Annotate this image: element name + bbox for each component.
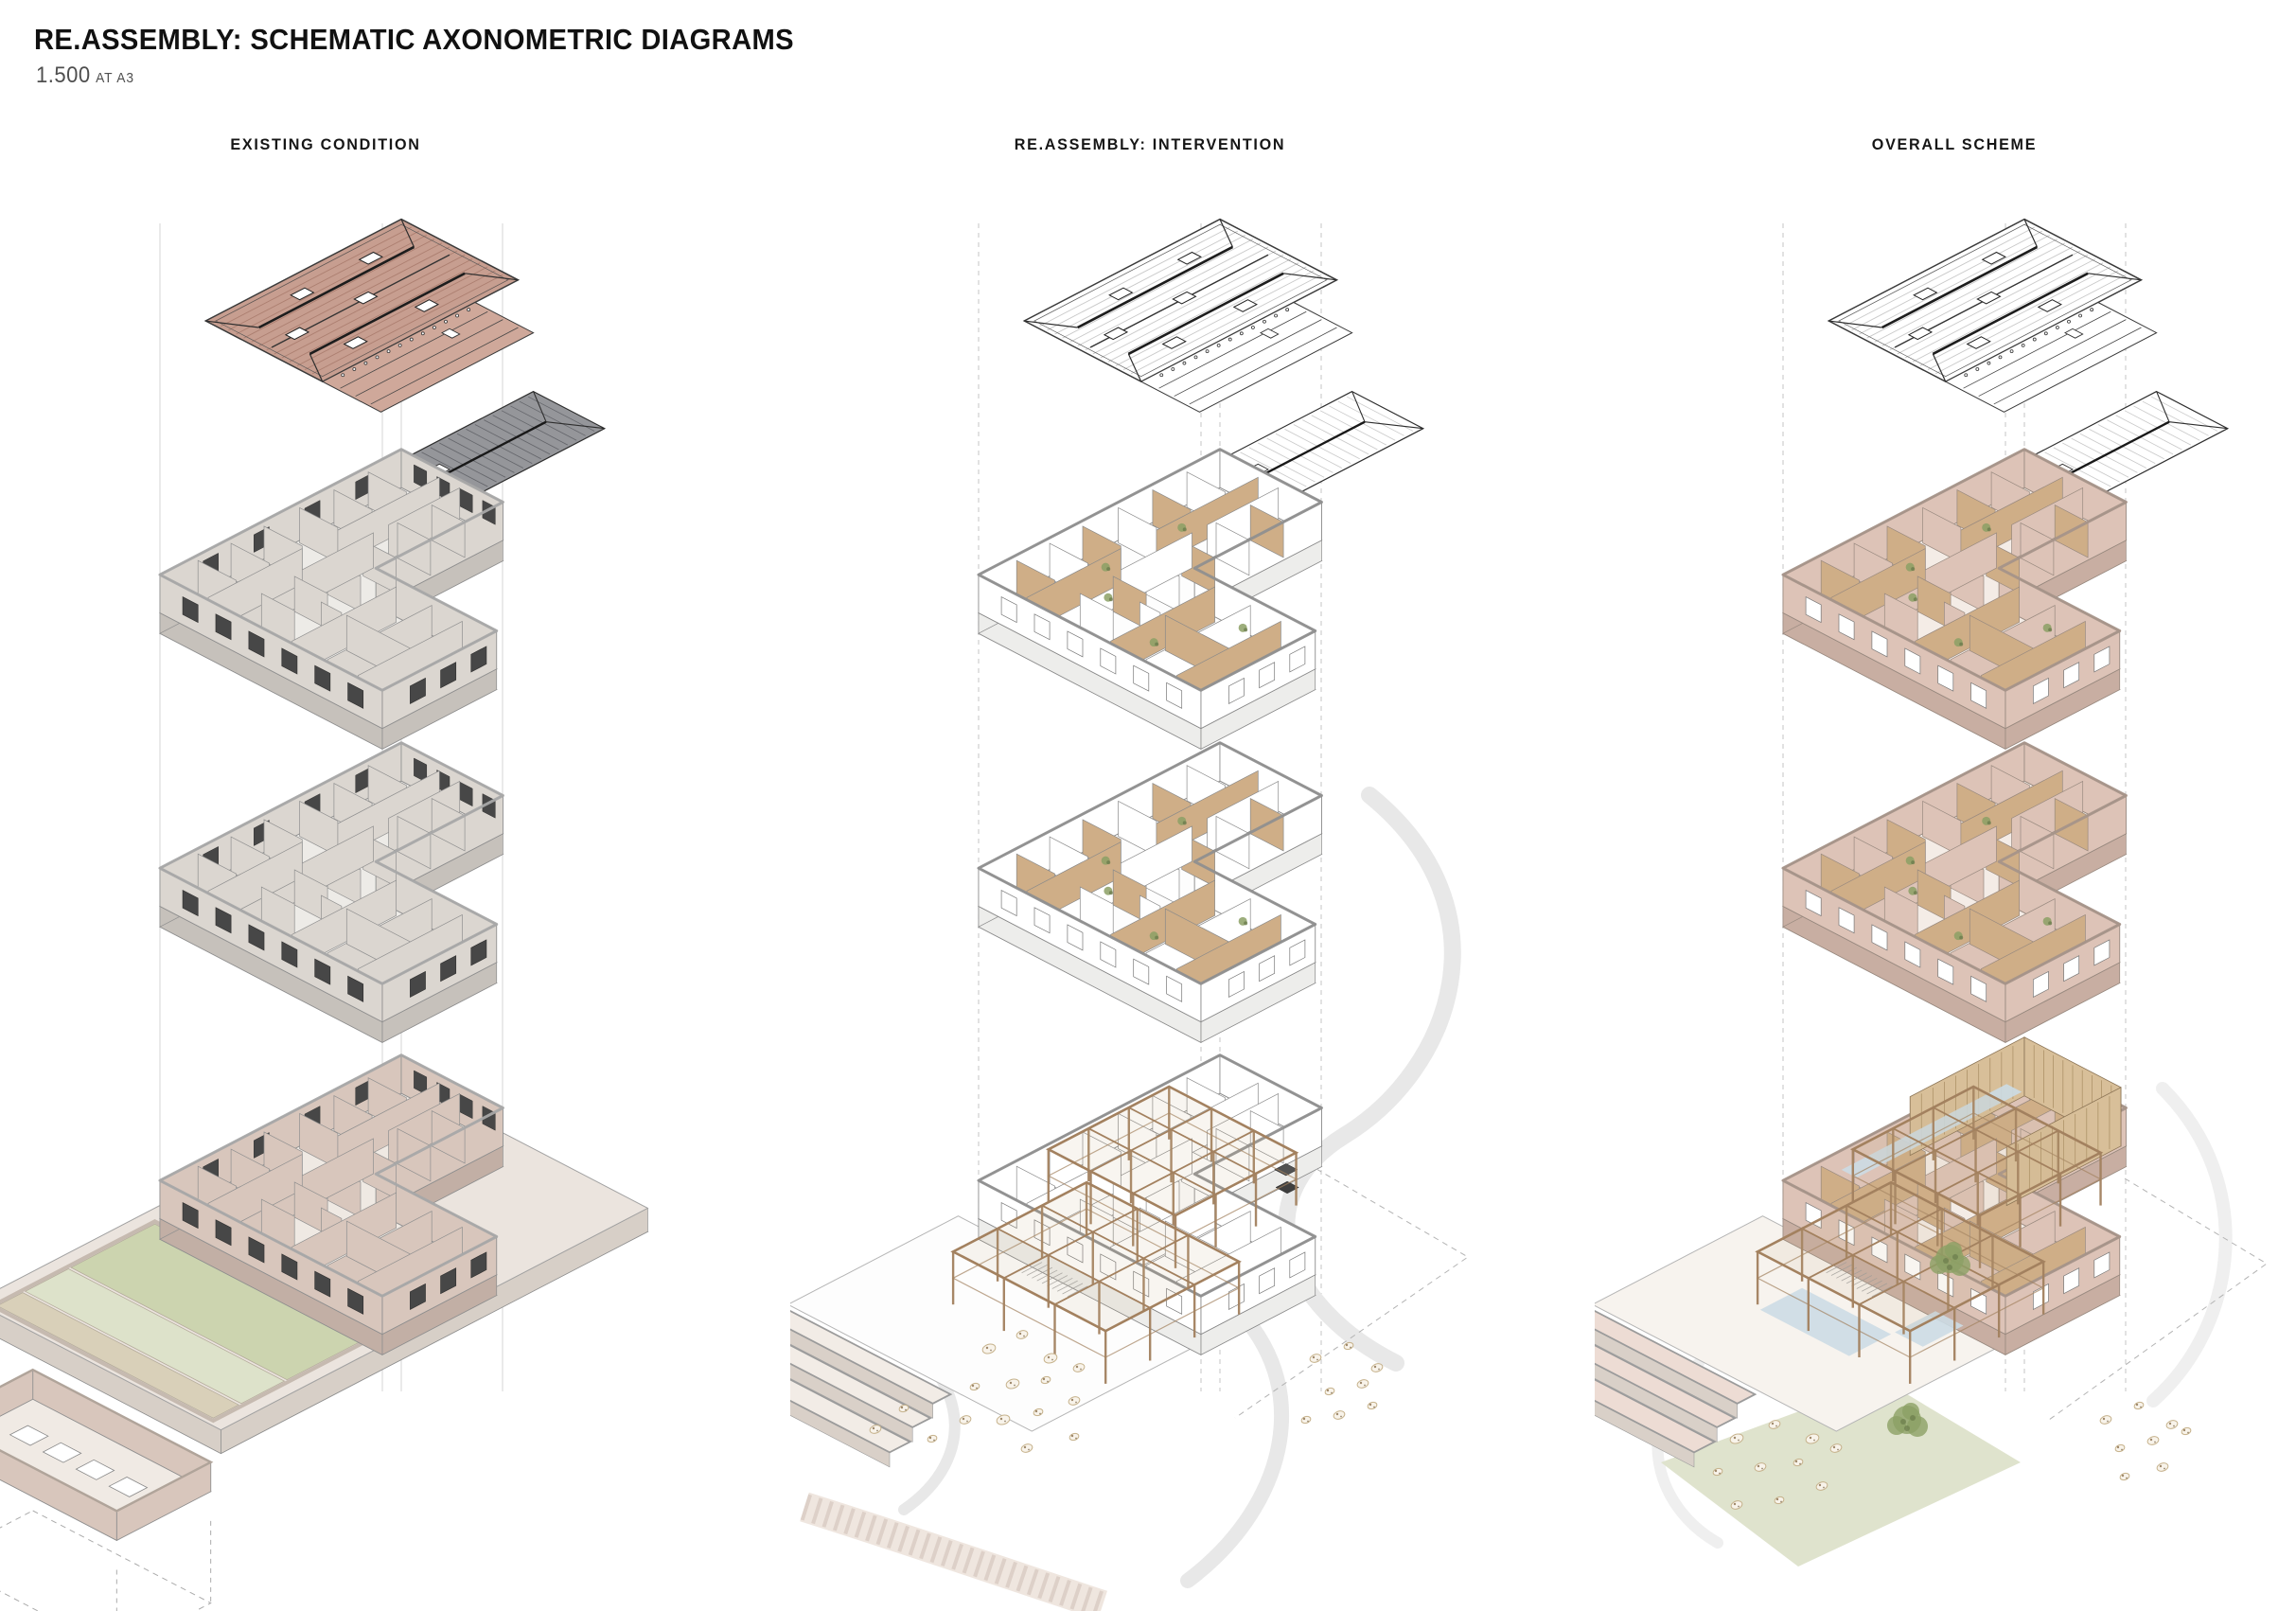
floor-level xyxy=(158,448,504,750)
column-header-overall: OVERALL SCHEME xyxy=(1871,135,2038,153)
floor-level xyxy=(1781,741,2128,1043)
column-header-existing: EXISTING CONDITION xyxy=(230,135,421,153)
floor-level xyxy=(1781,448,2128,750)
axonometric-diagram-intervention xyxy=(790,218,1469,1611)
ground-floor-existing xyxy=(158,1053,504,1355)
floor-level xyxy=(977,448,1323,750)
axonometric-diagram-existing xyxy=(0,218,649,1611)
ground-floor-intervention xyxy=(977,1053,1323,1355)
column-header-intervention: RE.ASSEMBLY: INTERVENTION xyxy=(1014,135,1286,153)
ground-level xyxy=(1595,1036,2128,1468)
scale-note: 1.500 AT A3 xyxy=(36,62,134,89)
page-title: RE.ASSEMBLY: SCHEMATIC AXONOMETRIC DIAGR… xyxy=(34,23,794,56)
ground-level xyxy=(790,1053,1323,1468)
floor-level xyxy=(977,741,1323,1043)
landscape-overlay xyxy=(1712,1177,2268,1510)
axonometric-diagram-overall xyxy=(1595,218,2268,1567)
landscape-overlay xyxy=(800,1168,1469,1611)
ground-level xyxy=(0,1053,649,1611)
scale-sheet: AT A3 xyxy=(96,70,135,86)
scale-value: 1.500 xyxy=(36,62,91,88)
floor-level xyxy=(158,741,504,1043)
